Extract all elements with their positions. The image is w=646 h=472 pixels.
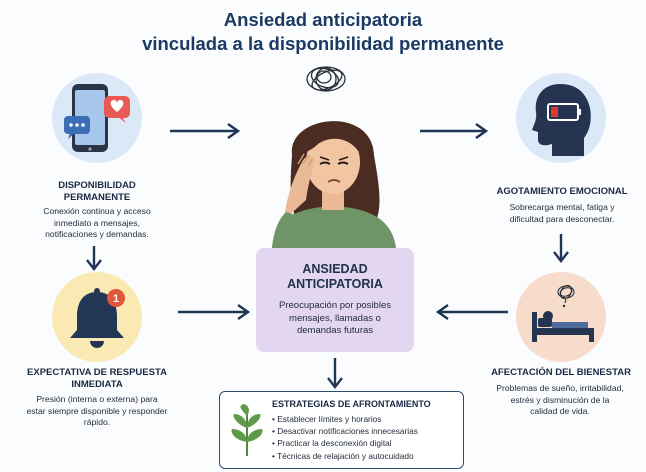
agotamiento-desc-line1: Sobrecarga mental, fatiga y bbox=[509, 202, 615, 212]
bed-icon bbox=[532, 284, 594, 342]
tangled-thoughts-icon bbox=[306, 66, 346, 92]
bienestar-description: Problemas de sueño, irritabilidad, estré… bbox=[474, 383, 646, 418]
disponibilidad-desc-line3: notificaciones y demandas. bbox=[45, 229, 149, 239]
disponibilidad-heading-line1: DISPONIBILIDAD bbox=[58, 180, 136, 191]
arrow-bienestar-to-center bbox=[435, 304, 508, 320]
arrow-disponibilidad-to-woman bbox=[170, 123, 241, 139]
arrow-expectativa-to-center bbox=[178, 304, 251, 320]
bell-badge-count: 1 bbox=[113, 293, 119, 305]
disponibilidad-desc-line2: inmediato a mensajes, bbox=[54, 217, 140, 228]
strategies-box: ESTRATEGIAS DE AFRONTAMIENTO Establecer … bbox=[219, 391, 464, 469]
expectativa-desc-line3: rápido. bbox=[83, 417, 111, 427]
ansiedad-anticipatoria-box: ANSIEDAD ANTICIPATORIA Preocupación por … bbox=[256, 248, 414, 352]
plant-icon bbox=[231, 404, 263, 456]
strategy-item: Establecer límites y horarios bbox=[272, 413, 418, 425]
title-line-1: Ansiedad anticipatoria bbox=[223, 9, 423, 30]
bienestar-heading: AFECTACIÓN DEL BIENESTAR bbox=[491, 367, 631, 378]
bienestar-desc-line1: Problemas de sueño, irritabilidad, bbox=[496, 383, 624, 393]
smartphone-icon bbox=[64, 84, 130, 152]
center-desc-line2: mensajes, llamadas o bbox=[289, 312, 381, 324]
disponibilidad-description: Conexión continua y acceso inmediato a m… bbox=[8, 206, 186, 241]
center-desc-line3: demandas futuras bbox=[296, 325, 374, 336]
strategies-heading: ESTRATEGIAS DE AFRONTAMIENTO bbox=[272, 399, 431, 409]
expectativa-heading-line2: INMEDIATA bbox=[71, 379, 123, 390]
center-heading: ANSIEDAD ANTICIPATORIA bbox=[256, 262, 414, 292]
bienestar-desc-line3: calidad de vida. bbox=[530, 406, 590, 416]
expectativa-heading-line1: EXPECTATIVA DE RESPUESTA bbox=[27, 367, 167, 378]
strategies-list: Establecer límites y horarios Desactivar… bbox=[272, 413, 418, 462]
stressed-woman-illustration bbox=[272, 121, 396, 248]
expectativa-heading: EXPECTATIVA DE RESPUESTA INMEDIATA bbox=[4, 367, 190, 391]
arrow-disponibilidad-to-expectativa bbox=[86, 246, 102, 271]
agotamiento-description: Sobrecarga mental, fatiga y dificultad p… bbox=[478, 202, 646, 225]
strategy-item: Practicar la desconexión digital bbox=[272, 437, 418, 449]
center-heading-line2: ANTICIPATORIA bbox=[287, 277, 383, 291]
arrow-agotamiento-to-bienestar bbox=[553, 234, 569, 263]
arrow-woman-to-agotamiento bbox=[420, 123, 489, 139]
bell-icon: 1 bbox=[70, 288, 125, 348]
arrow-center-to-strategies bbox=[327, 358, 343, 389]
center-heading-line1: ANSIEDAD bbox=[302, 262, 368, 276]
bienestar-desc-line2: estrés y disminución de la bbox=[510, 394, 610, 405]
disponibilidad-desc-line1: Conexión continua y acceso bbox=[43, 206, 151, 216]
expectativa-desc-line1: Presión (interna o externa) para bbox=[36, 394, 158, 404]
expectativa-description: Presión (interna o externa) para estar s… bbox=[0, 394, 194, 429]
strategy-item: Desactivar notificaciones innecesarias bbox=[272, 425, 418, 437]
center-desc-line1: Preocupación por posibles bbox=[279, 300, 391, 311]
agotamiento-heading: AGOTAMIENTO EMOCIONAL bbox=[496, 186, 628, 197]
title-line-2: vinculada a la disponibilidad permanente bbox=[142, 33, 504, 54]
strategy-item: Técnicas de relajación y autocuidado bbox=[272, 450, 418, 462]
diagram-title: Ansiedad anticipatoria vinculada a la di… bbox=[0, 8, 646, 56]
expectativa-desc-line2: estar siempre disponible y responder bbox=[26, 405, 168, 416]
head-battery-icon bbox=[532, 84, 591, 156]
agotamiento-desc-line2: dificultad para desconectar. bbox=[509, 213, 615, 224]
disponibilidad-heading-line2: PERMANENTE bbox=[63, 192, 131, 203]
center-description: Preocupación por posibles mensajes, llam… bbox=[262, 300, 408, 338]
disponibilidad-heading: DISPONIBILIDAD PERMANENTE bbox=[30, 180, 164, 204]
